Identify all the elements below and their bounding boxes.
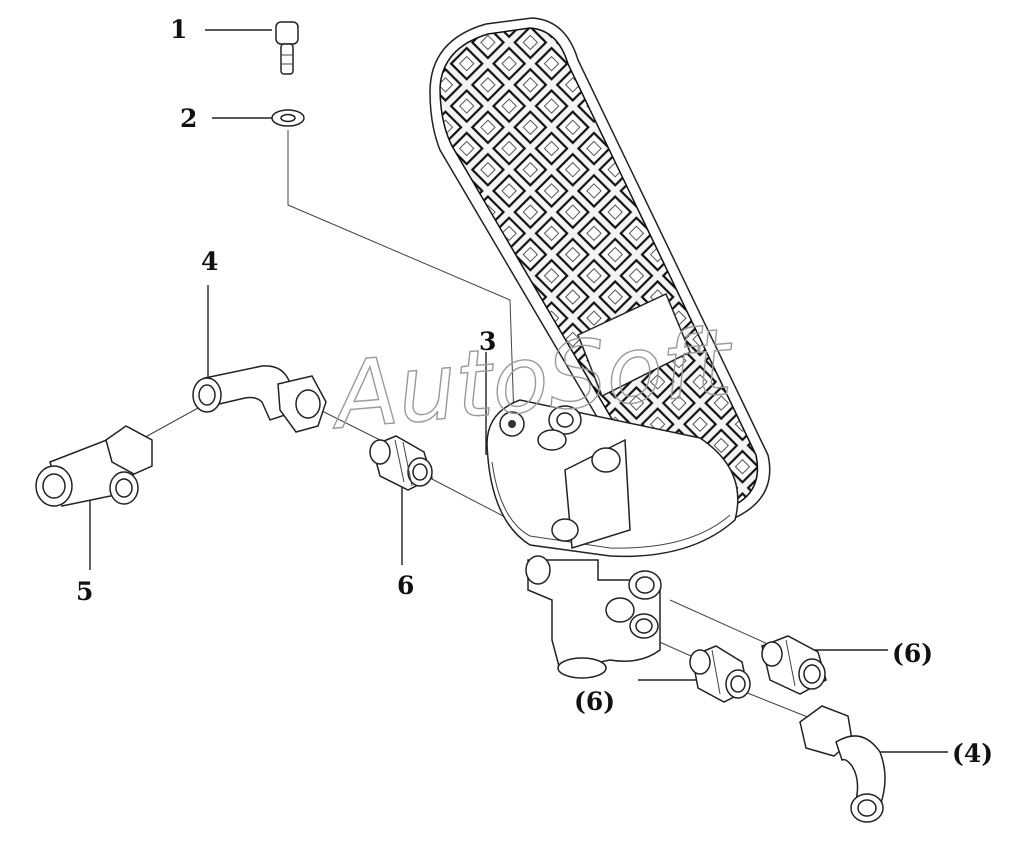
label-3: 3 [479,327,496,356]
union-part-6-lower-b [761,635,827,695]
label-6: 6 [397,571,414,600]
label-2: 2 [180,104,197,133]
union-part-6 [369,435,433,491]
label-1: 1 [170,15,187,44]
label-4-paren: (4) [952,739,993,768]
label-4: 4 [201,247,218,276]
label-5: 5 [76,577,93,606]
pedal-assembly [429,17,771,679]
union-part-6-lower-a [689,645,751,703]
label-6-paren-left: (6) [574,687,615,716]
bolt-part-1 [275,21,299,75]
label-6-paren-right: (6) [892,639,933,668]
washer-part-2 [271,109,305,127]
tee-fitting-part-5 [35,425,153,507]
elbow-fitting-part-4 [192,365,327,433]
elbow-fitting-part-4-lower [799,705,886,823]
